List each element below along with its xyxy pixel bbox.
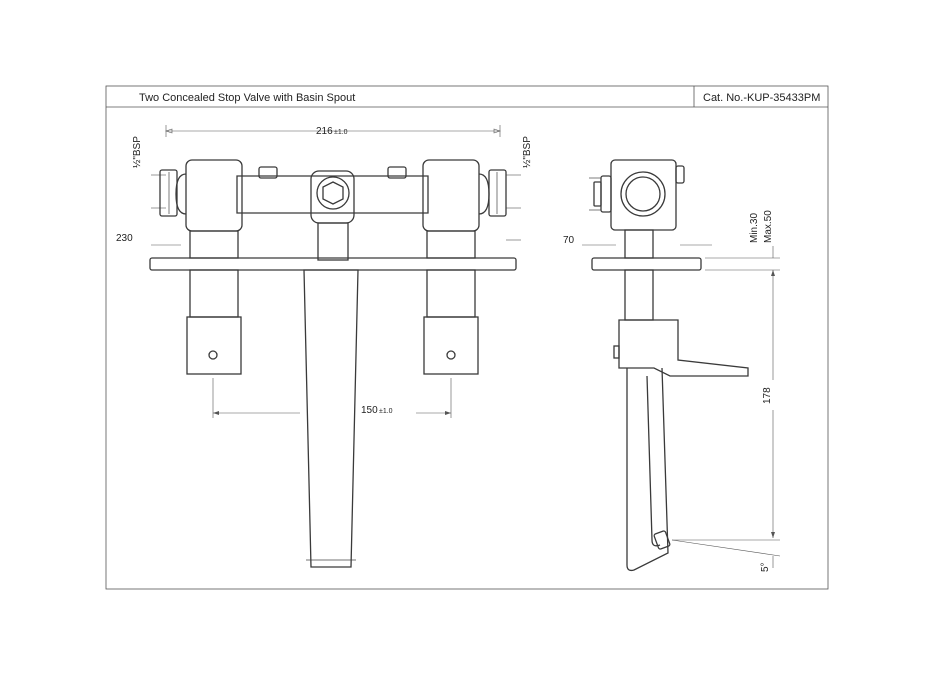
- dim-150-tolerance: ±1.0: [379, 408, 393, 415]
- thread-label-right: ½"BSP: [522, 136, 533, 168]
- drawing-frame: [105, 85, 829, 590]
- dim-max: Max.50: [763, 210, 774, 243]
- catalog-number: Cat. No.-KUP-35433PM: [703, 92, 820, 104]
- dim-178: 178: [762, 387, 773, 404]
- dim-min: Min.30: [749, 213, 760, 243]
- side-view: 70 Min.30 Max.50 178 5°: [563, 159, 781, 572]
- dim-216-tolerance: ±1.0: [334, 129, 348, 136]
- dim-230: 230: [116, 233, 133, 244]
- dim-216-value: 216: [316, 126, 333, 137]
- drawing-title: Two Concealed Stop Valve with Basin Spou…: [139, 92, 355, 104]
- front-view: 216 ±1.0 ½"BSP ½"BSP 230: [116, 125, 533, 568]
- dim-70: 70: [563, 235, 575, 246]
- dim-150-value: 150: [361, 405, 378, 416]
- thread-label-left: ½"BSP: [132, 136, 143, 168]
- dim-angle: 5°: [760, 562, 771, 572]
